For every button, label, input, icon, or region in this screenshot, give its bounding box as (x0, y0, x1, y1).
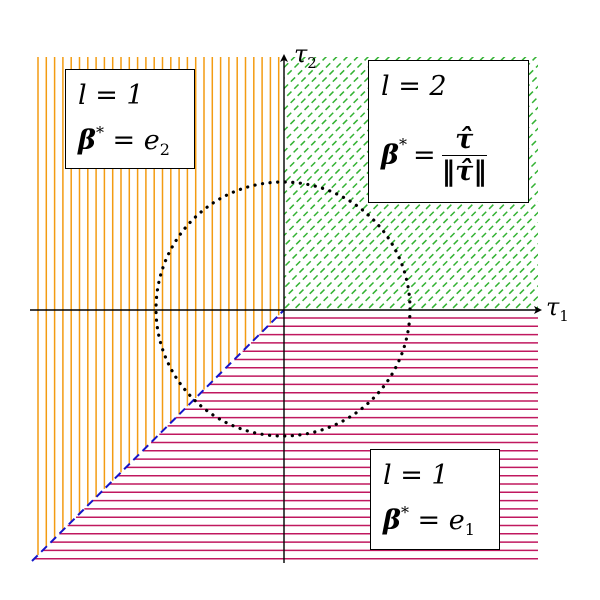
green-hatch-line (284, 57, 443, 216)
label-box-top-left: l = 1 β* = e2 (65, 69, 195, 169)
x-axis-label-index: 1 (559, 307, 569, 325)
diagonal-boundary-dashed (31, 309, 285, 562)
y-axis-arrowhead (280, 54, 288, 62)
beta-superscript: * (95, 123, 104, 142)
green-hatch-line (491, 263, 538, 310)
rhs-symbol: e (143, 125, 160, 156)
green-hatch-line (418, 190, 538, 310)
l-value-text: l = 1 (78, 80, 144, 111)
green-hatch-line (284, 57, 464, 237)
green-hatch-line (284, 57, 485, 258)
fraction: τ̂ ‖τ̂‖ (441, 124, 487, 188)
green-hatch-line (541, 52, 600, 315)
beta-symbol: β (381, 140, 399, 171)
green-hatch-line (533, 305, 538, 310)
rhs-index: 2 (159, 140, 170, 159)
green-hatch-line (523, 295, 538, 310)
green-hatch-line (284, 57, 422, 195)
rhs-index: 1 (464, 520, 475, 539)
equals-sign: = (412, 140, 436, 171)
green-hatch-line (593, 52, 600, 315)
green-hatch-line (284, 57, 433, 206)
beta-equation: β* = τ̂ ‖τ̂‖ (381, 121, 487, 191)
green-hatch-line (284, 57, 496, 269)
x-axis-label-symbol: τ (546, 293, 560, 321)
beta-symbol: β (78, 125, 96, 156)
label-box-top-right: l = 2 β* = τ̂ ‖τ̂‖ (368, 60, 529, 203)
green-hatch-line (572, 52, 600, 315)
equals-sign: = (417, 505, 441, 536)
l-value-text: l = 2 (381, 71, 447, 102)
beta-superscript: * (398, 135, 407, 154)
rhs-symbol: e (448, 505, 465, 536)
x-axis-arrowhead (534, 306, 542, 314)
green-hatch-line (284, 57, 454, 227)
equals-sign: = (112, 125, 136, 156)
green-hatch-line (460, 232, 538, 310)
beta-superscript: * (400, 503, 409, 522)
y-axis-label-symbol: τ (294, 40, 308, 68)
green-hatch-line (449, 221, 538, 310)
beta-symbol: β (383, 505, 401, 536)
label-box-bottom-right: l = 1 β* = e1 (370, 449, 500, 550)
y-axis-label-index: 2 (307, 54, 317, 72)
dotted-circle (154, 180, 412, 438)
green-hatch-line (551, 52, 600, 315)
x-axis-label: τ1 (546, 293, 569, 325)
green-hatch-line (470, 242, 538, 310)
green-hatch-line (284, 57, 475, 248)
green-hatch-line (562, 52, 600, 315)
green-hatch-line (481, 253, 538, 310)
l-value-text: l = 1 (383, 460, 449, 491)
beta-equation: β* = e1 (383, 503, 475, 539)
green-hatch-line (407, 179, 538, 310)
green-hatch-line (439, 211, 538, 310)
green-hatch-line (583, 52, 600, 315)
y-axis-label: τ2 (294, 40, 317, 72)
fraction-numerator: τ̂ (441, 124, 487, 156)
fraction-denominator: ‖τ̂‖ (441, 155, 487, 187)
beta-equation: β* = e2 (78, 123, 170, 159)
green-hatch-line (428, 200, 538, 310)
